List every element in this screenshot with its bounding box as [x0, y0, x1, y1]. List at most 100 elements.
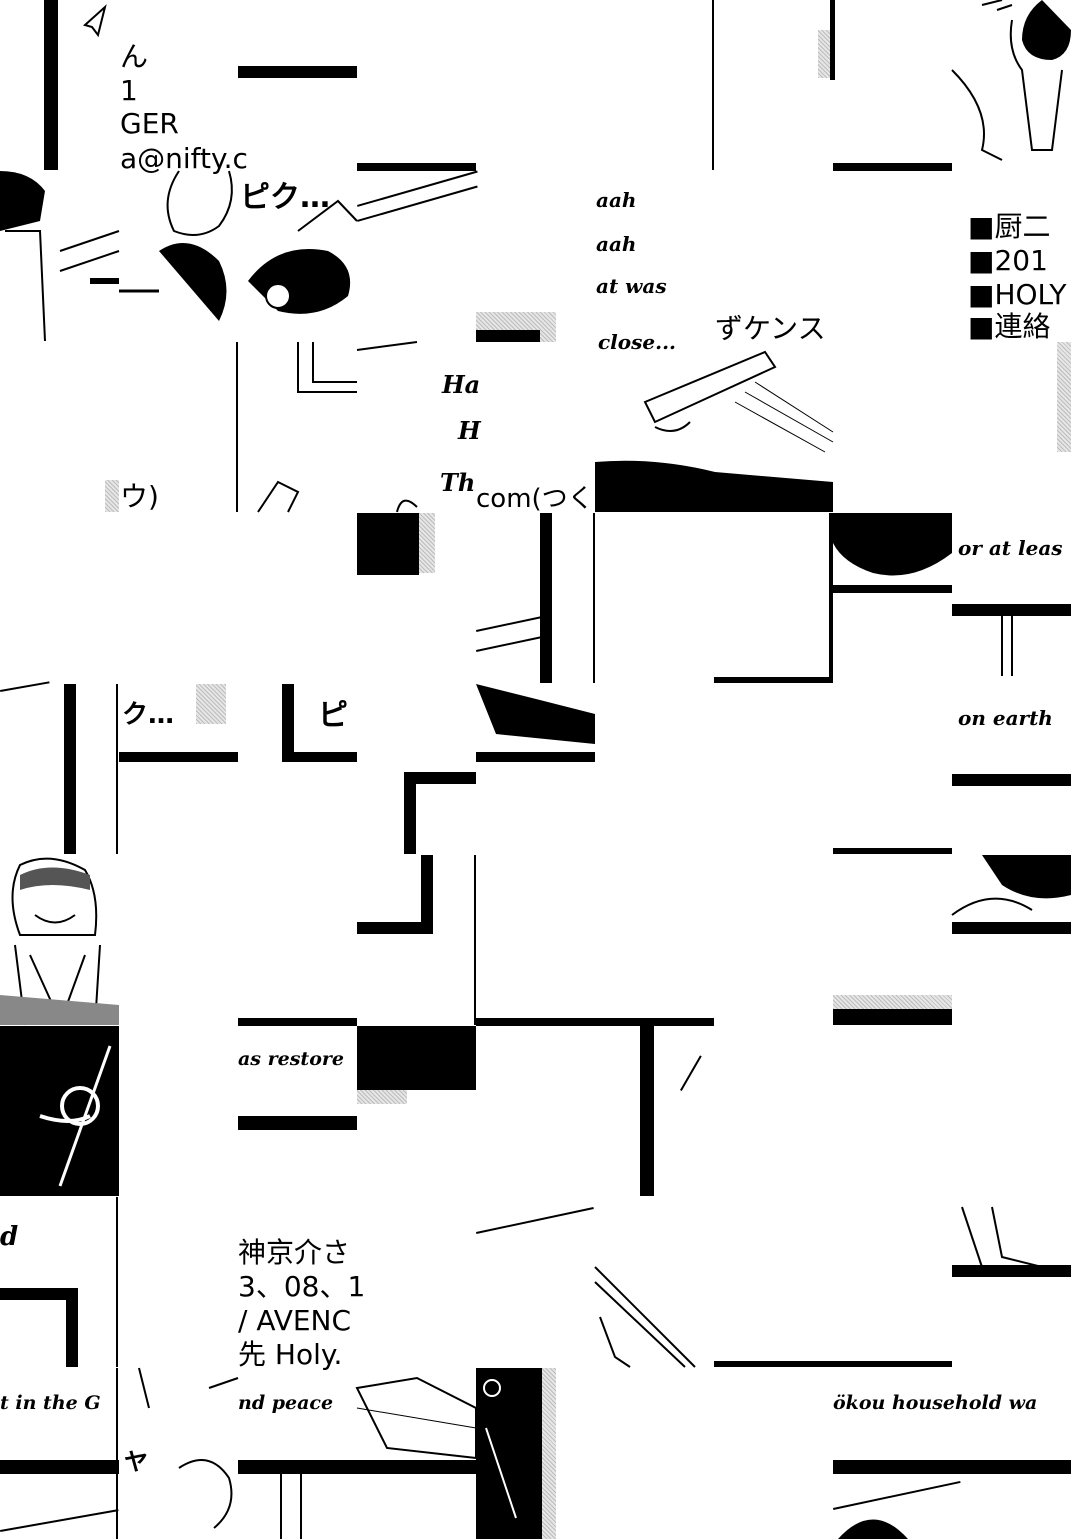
credit-line: GER [120, 107, 179, 140]
character-legs [961, 1206, 1043, 1268]
window-frame [1001, 616, 1013, 676]
character-hair [833, 513, 952, 576]
screentone-strip [1057, 342, 1071, 452]
panel-border [238, 1460, 357, 1474]
panel-border [280, 1474, 282, 1539]
panel-border [540, 513, 552, 683]
panel-border [829, 513, 833, 683]
panel-line [680, 1055, 702, 1091]
panel-border [119, 752, 238, 762]
credit-line: ■201 [968, 244, 1048, 277]
panel-border [952, 604, 1071, 616]
panel-line [357, 185, 478, 222]
character-sketch [138, 1367, 239, 1529]
panel-border [476, 1018, 714, 1026]
credit-line: ウ) [120, 480, 159, 513]
dialogue-text: Ha [442, 370, 481, 399]
panel-border [282, 752, 357, 762]
panel-border [236, 342, 238, 512]
sfx-pikupiku: ク… [122, 700, 175, 730]
panel-border [421, 855, 433, 934]
desk-edge [356, 341, 418, 513]
sfx-pi: ピ [318, 698, 348, 733]
panel-border [116, 1368, 118, 1539]
credit-line: ■厨二 [968, 210, 1051, 243]
credit-line: 先 Holy. [238, 1338, 343, 1371]
dialogue-text: H [458, 416, 481, 445]
credit-email: a@nifty.c [120, 142, 248, 175]
character-figure [951, 0, 1071, 161]
panel-border [593, 513, 595, 683]
panel-border [44, 0, 58, 170]
panel-border [357, 163, 476, 171]
screentone-strip [818, 30, 830, 78]
sfx-zukensu: ずケンス [715, 312, 826, 345]
credit-line: ■連絡 [968, 310, 1051, 343]
dialogue-text: aah [596, 188, 637, 212]
panel-border [64, 684, 76, 854]
panel-border [952, 922, 1071, 934]
panel-border [833, 1009, 952, 1025]
credit-line: ■HOLY [968, 278, 1067, 311]
screentone-block [196, 684, 226, 724]
screentone-strip [833, 995, 952, 1009]
panel-border [0, 1288, 78, 1300]
paper-crane-icon [82, 4, 107, 38]
credit-line: ん [120, 40, 149, 73]
panel-border [282, 684, 294, 762]
dialogue-text: t in the G [0, 1392, 101, 1414]
dialogue-text: nd peace [238, 1392, 334, 1414]
dialogue-text: as restore [238, 1048, 344, 1070]
character-hair [951, 855, 1071, 916]
panel-border [476, 330, 540, 342]
credit-line: 神京介さ [238, 1236, 351, 1269]
panel-border [833, 163, 952, 171]
screentone-strip [105, 480, 119, 512]
character-figure [0, 171, 120, 342]
dialogue-text: or at leas [958, 536, 1063, 560]
panel-border [474, 855, 476, 1025]
panel-border [116, 1197, 118, 1367]
arm-holding-bat [595, 350, 834, 512]
dialogue-text: aah [596, 232, 637, 256]
panel-border [404, 772, 476, 784]
emblem-graphic [476, 1368, 542, 1539]
panel-border [714, 677, 833, 683]
screentone-strip [542, 1368, 556, 1539]
window-frame [257, 342, 357, 513]
panel-border [830, 0, 835, 80]
arm-drawing [355, 1376, 477, 1460]
panel-border [404, 772, 416, 854]
black-panel [357, 513, 419, 575]
panel-border [712, 0, 714, 170]
character-face [248, 199, 358, 314]
dialogue-text: at was [596, 274, 667, 298]
credit-url: com(つく [476, 484, 594, 514]
panel-border [357, 922, 433, 934]
panel-border [300, 1474, 302, 1539]
dialogue-text: Th [440, 468, 476, 497]
panel-border [66, 1288, 78, 1367]
black-panel [357, 1026, 476, 1090]
panel-border [833, 585, 952, 593]
sfx-ya: ヤ [124, 1448, 148, 1476]
panel-line [476, 635, 543, 652]
dialogue-text: on earth [958, 706, 1053, 730]
character-sketch [119, 170, 233, 321]
panel-border [952, 1265, 1071, 1277]
panel-border [357, 1460, 476, 1474]
arm-shadow [476, 684, 595, 744]
desk-drawing [594, 1266, 696, 1368]
panel-border [833, 848, 952, 854]
panel-line [476, 615, 543, 632]
panel-border [833, 1460, 1071, 1474]
panel-border [238, 1018, 357, 1026]
emblem-graphic [0, 1026, 119, 1196]
panel-line [0, 681, 50, 692]
panel-line [0, 1509, 119, 1532]
panel-line [476, 1207, 594, 1234]
character-head [838, 1519, 908, 1539]
panel-border [640, 1026, 654, 1196]
dialogue-text: ökou household wa [833, 1392, 1038, 1414]
